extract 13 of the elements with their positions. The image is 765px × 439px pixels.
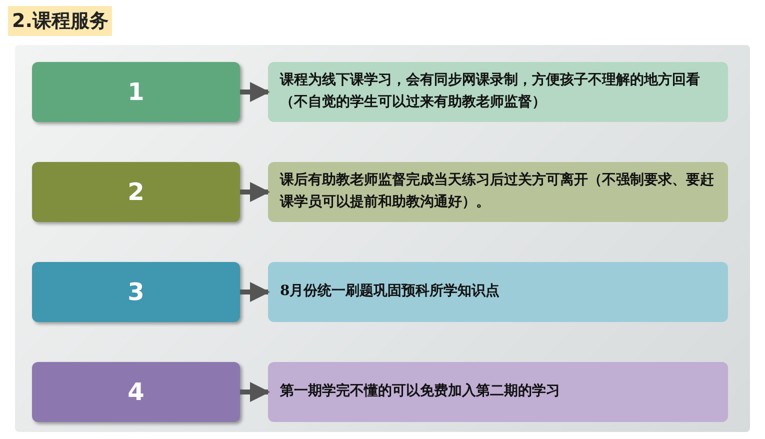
arrow	[240, 382, 270, 402]
text-bar: 课程为线下课学习，会有同步网课录制，方便孩子不理解的地方回看（不自觉的学生可以过来有助教老师监督）	[268, 62, 728, 122]
arrow	[240, 82, 270, 102]
section-title: 2.课程服务	[8, 6, 112, 36]
number-tab: 1	[32, 62, 240, 122]
text-bar: 8月份统一刷题巩固预科所学知识点	[268, 262, 728, 322]
arrow	[240, 182, 270, 202]
text-bar: 课后有助教老师监督完成当天练习后过关方可离开（不强制要求、要赶课学员可以提前和助教沟通好）。	[268, 162, 728, 222]
number-tab: 3	[32, 262, 240, 322]
number-tab: 2	[32, 162, 240, 222]
text-bar: 第一期学完不懂的可以免费加入第二期的学习	[268, 362, 728, 422]
arrow	[240, 282, 270, 302]
number-tab: 4	[32, 362, 240, 422]
